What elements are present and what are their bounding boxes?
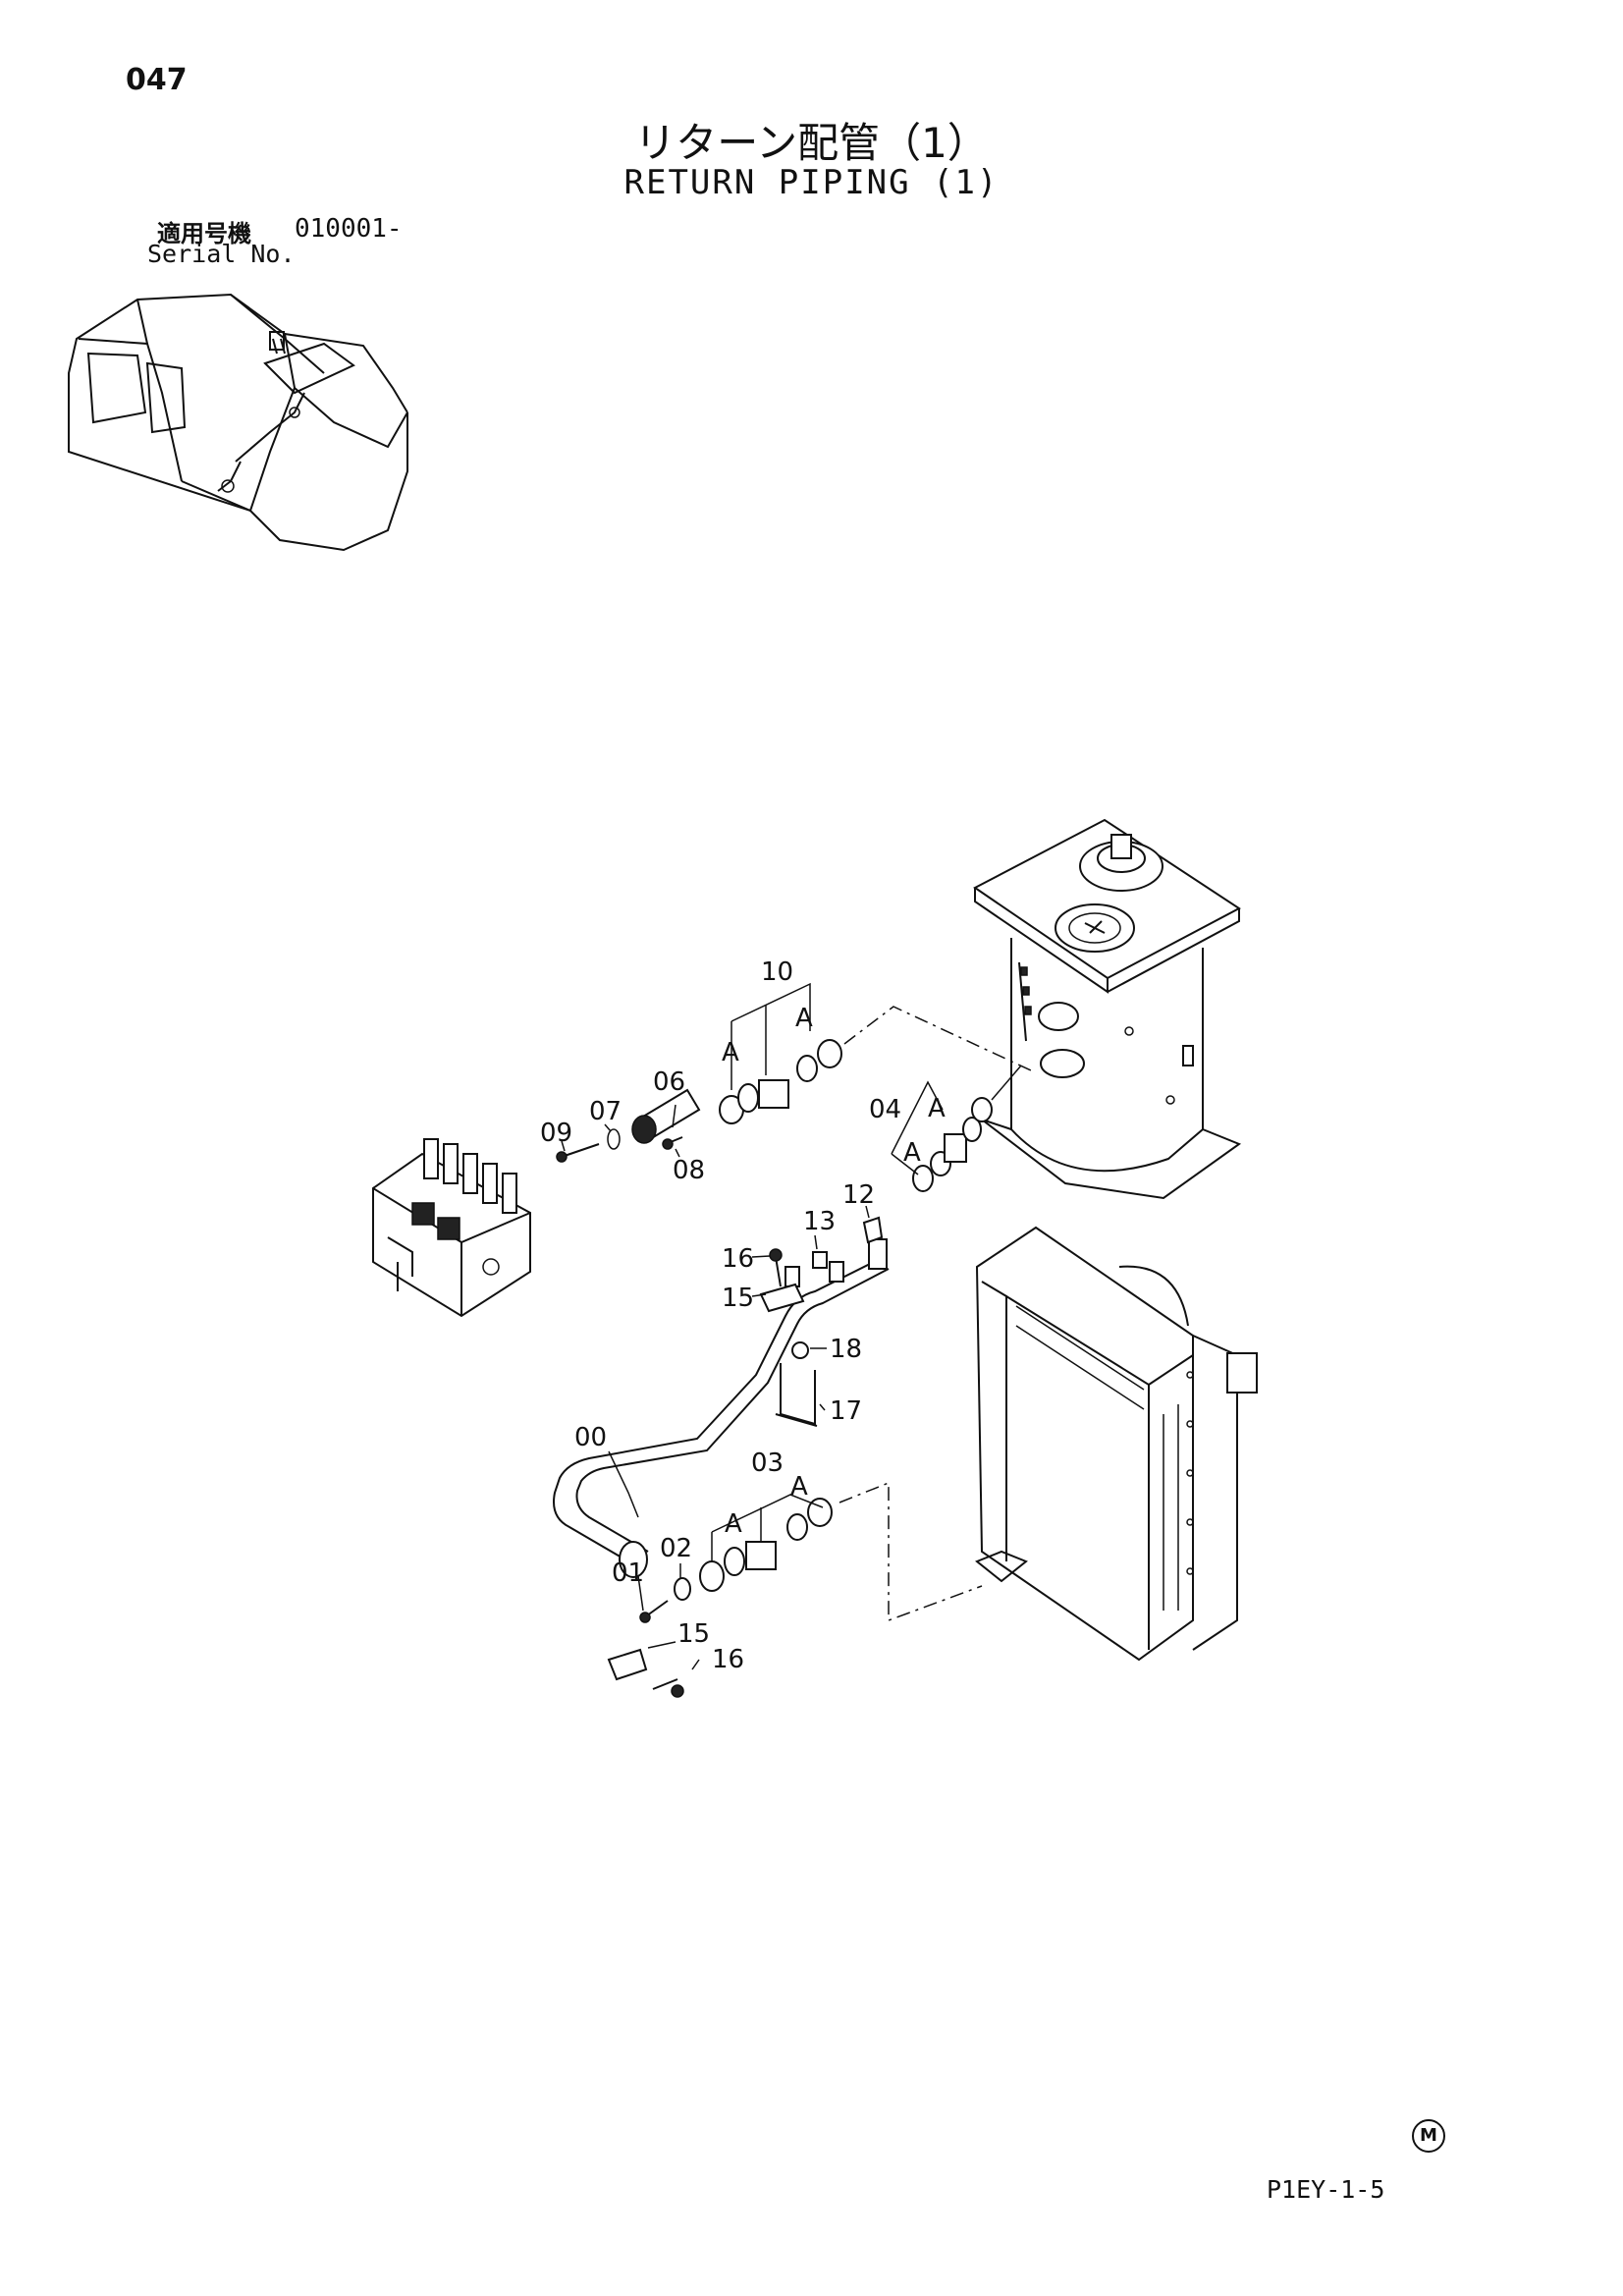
callout-07: 07: [589, 1097, 622, 1126]
page-title-japanese: リターン配管（1）: [634, 119, 989, 167]
model-mark-symbol: M: [1412, 2119, 1445, 2153]
callout-17: 17: [830, 1396, 862, 1426]
callout-10: 10: [761, 957, 793, 987]
document-code: P1EY-1-5: [1267, 2175, 1385, 2204]
callout-12: 12: [842, 1180, 875, 1210]
callout-02: 02: [660, 1534, 692, 1563]
excavator-location-thumbnail: [68, 293, 408, 552]
callout-13: 13: [803, 1207, 836, 1236]
callout-09: 09: [540, 1119, 572, 1148]
callout-a-6: A: [790, 1472, 808, 1502]
callout-00: 00: [574, 1423, 607, 1452]
parts-assemblies: [556, 1039, 993, 1698]
page-title-english: RETURN PIPING (1): [623, 163, 1000, 202]
callout-04: 04: [869, 1095, 901, 1124]
callout-a-1: A: [722, 1038, 739, 1067]
callout-labels: 10 A A 06 07 09 08 04 A A 12 13 16 15 18…: [540, 957, 946, 1674]
serial-number: 010001-: [295, 214, 403, 244]
callout-a-4: A: [903, 1138, 921, 1168]
serial-label-japanese: 適用号機: [157, 220, 251, 247]
return-pipe-00: [553, 1238, 890, 1578]
callout-01: 01: [612, 1558, 644, 1588]
callout-16-upper: 16: [722, 1244, 754, 1274]
leader-lines: [561, 982, 944, 1670]
callout-16-lower: 16: [712, 1645, 744, 1674]
callout-15-upper: 15: [722, 1284, 754, 1313]
callout-a-5: A: [725, 1509, 742, 1539]
callout-03: 03: [751, 1449, 784, 1478]
serial-label-english: Serial No.: [147, 240, 296, 268]
callout-06: 06: [653, 1067, 685, 1097]
callout-a-3: A: [928, 1094, 946, 1123]
callout-15-lower: 15: [677, 1619, 710, 1649]
page-number: 047: [126, 63, 188, 97]
control-valve: [372, 1138, 531, 1318]
connection-lines: [839, 1006, 1032, 1622]
callout-18: 18: [830, 1335, 862, 1364]
callout-08: 08: [673, 1156, 705, 1185]
hydraulic-tank: [973, 818, 1242, 1200]
oil-cooler-radiator: [975, 1226, 1258, 1662]
callout-a-2: A: [795, 1004, 813, 1033]
